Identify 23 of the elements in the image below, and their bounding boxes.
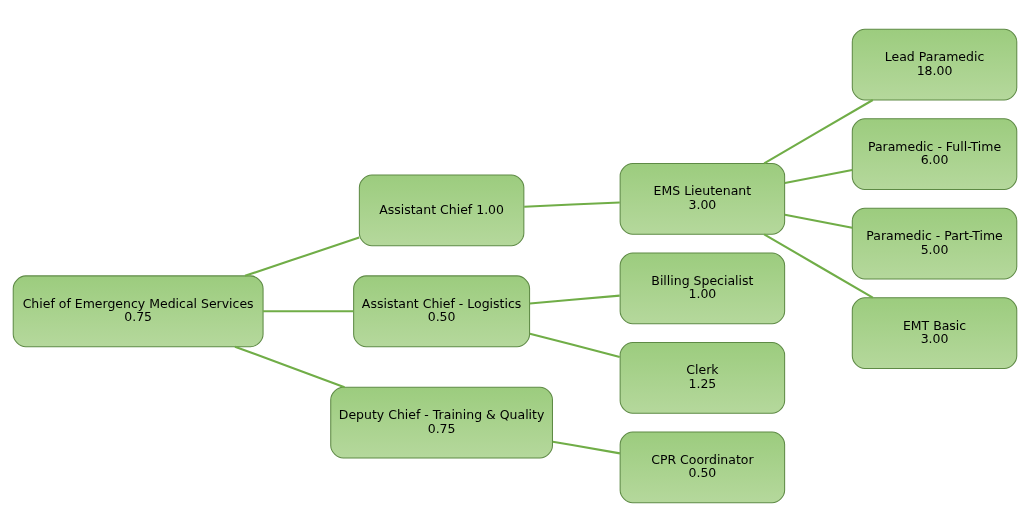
node-box: Lead Paramedic 18.00 bbox=[851, 28, 1017, 100]
connector bbox=[234, 345, 345, 388]
node-box: EMT Basic 3.00 bbox=[851, 296, 1017, 369]
node-box: EMS Lieutenant 3.00 bbox=[619, 162, 785, 235]
connector bbox=[244, 236, 359, 277]
node-box: Deputy Chief - Training & Quality 0.75 bbox=[329, 386, 553, 459]
node-box: Paramedic - Part-Time 5.00 bbox=[851, 207, 1017, 280]
connector bbox=[763, 232, 873, 299]
connector bbox=[784, 213, 852, 229]
connector bbox=[529, 294, 620, 305]
node-box: Billing Specialist 1.00 bbox=[619, 251, 785, 324]
node-box: Clerk 1.25 bbox=[619, 341, 785, 414]
node-box: CPR Coordinator 0.50 bbox=[619, 431, 785, 503]
connector bbox=[523, 200, 620, 208]
connector bbox=[784, 168, 852, 184]
node-box: Paramedic - Full-Time 6.00 bbox=[851, 117, 1017, 190]
node-box: Chief of Emergency Medical Services 0.75 bbox=[12, 274, 264, 347]
node-box: Assistant Chief 1.00 bbox=[358, 173, 524, 246]
connector bbox=[763, 98, 873, 164]
connector bbox=[529, 332, 620, 358]
connector bbox=[262, 309, 353, 312]
connector bbox=[552, 440, 620, 454]
node-box: Assistant Chief - Logistics 0.50 bbox=[352, 274, 530, 347]
